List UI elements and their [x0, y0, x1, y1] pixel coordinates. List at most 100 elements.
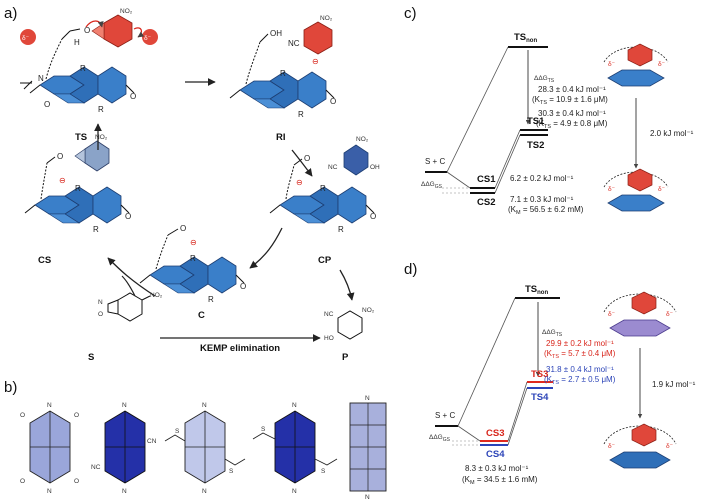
panel-d: TSnon S + C ΔΔGGS ΔΔGTS CS3 CS4 TS3 TS4 … — [429, 284, 696, 486]
c-o-right: O — [240, 282, 246, 291]
benzisoxazole-cs — [74, 140, 110, 172]
core3-n-bottom: N — [202, 488, 207, 495]
core1-o-4: O — [74, 478, 79, 485]
c-cs-energy2: 7.1 ± 0.3 kJ mol⁻¹ — [510, 195, 574, 204]
core1-o-3: O — [20, 478, 25, 485]
ri-no2: NO₂ — [320, 15, 333, 22]
d-cs-km: (KM = 34.5 ± 1.6 mM) — [462, 475, 538, 486]
core5-n-top: N — [365, 395, 370, 402]
s-structure: N O NO₂ — [98, 292, 163, 322]
c-ts2-delta-r: δ⁻ — [658, 186, 666, 193]
d-ts3-complex: δ⁻ δ⁻ — [603, 291, 677, 337]
ts-delta-right-badge — [142, 29, 158, 45]
ts-structure: R R N O O O NO₂ H δ⁻ δ⁻ — [20, 8, 158, 114]
panel-b: N N O O O O CN NC N N S S N N — [20, 395, 387, 501]
core4-n-bottom: N — [292, 488, 297, 495]
arrow-s-join — [121, 275, 136, 297]
core5-n-bottom: N — [365, 494, 370, 501]
core1-o-2: O — [74, 412, 79, 419]
d-sc: S + C — [435, 411, 455, 420]
p-no2: NO₂ — [362, 307, 375, 314]
c-cs1: CS1 — [477, 174, 496, 185]
p-nc: NC — [324, 311, 334, 318]
core-2: CN NC N N — [91, 402, 157, 495]
c-cs-km: (KM = 56.5 ± 6.2 mM) — [508, 205, 584, 216]
c-ts2-delta-l: δ⁻ — [608, 186, 616, 193]
label-cp: CP — [318, 255, 332, 266]
d-cs-energy: 8.3 ± 0.3 kJ mol⁻¹ — [465, 464, 529, 473]
cp-structure: R R O O ⊖ NO₂ NC OH — [269, 136, 380, 234]
c-ts1-kts: (KTS = 10.9 ± 1.6 μM) — [532, 95, 608, 106]
d-ts4-kts: (KTS = 2.7 ± 0.5 μM) — [544, 375, 616, 386]
core-1: N N O O O O — [20, 402, 79, 495]
core-4: S S N N — [252, 402, 338, 495]
core2-cn: CN — [147, 438, 157, 445]
c-ts1-complex: δ⁻ δ⁻ — [603, 43, 669, 87]
c-cs2: CS2 — [477, 197, 495, 208]
ts-o-carbox: O — [84, 26, 90, 35]
core4-n-top: N — [292, 402, 297, 409]
core4-s-right: S — [321, 468, 326, 475]
label-p: P — [342, 352, 349, 363]
cs-ominus: ⊖ — [59, 176, 66, 185]
d-ts4-delta-l: δ⁻ — [608, 443, 616, 450]
c-tsnon: TSnon — [514, 32, 537, 44]
core3-s-left: S — [175, 428, 180, 435]
label-ts: TS — [75, 132, 87, 143]
p-ho: HO — [324, 335, 334, 342]
connector-c-1 — [446, 46, 509, 173]
c-gap: 2.0 kJ mol⁻¹ — [650, 129, 694, 138]
connector-d-gs — [452, 440, 480, 446]
d-ts3: TS3 — [531, 369, 548, 380]
c-cs-energy1: 6.2 ± 0.2 kJ mol⁻¹ — [510, 174, 574, 183]
d-ddggs: ΔΔGGS — [429, 434, 451, 443]
ri-structure: R R O OH NO₂ NC ⊖ — [229, 15, 336, 119]
d-cs4: CS4 — [486, 449, 505, 460]
connector-d-1 — [457, 297, 516, 427]
c-ts1: TS1 — [527, 116, 545, 127]
d-ts3-kts: (KTS = 5.7 ± 0.4 μM) — [544, 349, 616, 360]
core4-s-left: S — [261, 426, 266, 433]
label-c: C — [198, 310, 205, 321]
panel-a: R R N O O O NO₂ H δ⁻ δ⁻ TS — [20, 8, 380, 363]
cs-o-right: O — [125, 212, 131, 221]
c-ts2-kts: (KTS = 4.9 ± 0.8 μM) — [536, 119, 608, 130]
core2-nc: NC — [91, 464, 101, 471]
c-ts2-energy: 30.3 ± 0.4 kJ mol⁻¹ — [538, 109, 606, 118]
ts-o-right: O — [130, 92, 136, 101]
cp-oh: OH — [370, 164, 380, 171]
d-ts3-delta-l: δ⁻ — [608, 311, 616, 318]
core-5: N N — [349, 395, 387, 501]
cp-r-bottom: R — [338, 225, 344, 234]
d-ts4-energy: 31.8 ± 0.4 kJ mol⁻¹ — [546, 365, 614, 374]
cp-o-carbox: O — [304, 154, 310, 163]
core2-n-bottom: N — [122, 488, 127, 495]
cs-r-bottom: R — [93, 225, 99, 234]
d-ts4: TS4 — [531, 392, 549, 403]
ri-oh: OH — [270, 29, 282, 38]
benzisoxazole-ts — [91, 14, 133, 48]
cp-ominus: ⊖ — [296, 178, 303, 187]
arrow-cp-to-p — [339, 269, 355, 301]
d-tsnon: TSnon — [525, 284, 548, 296]
label-cs: CS — [38, 255, 51, 266]
connector-c-2 — [446, 129, 521, 194]
s-o: O — [98, 311, 103, 318]
core1-n-top: N — [47, 402, 52, 409]
d-ts4-delta-r: δ⁻ — [666, 443, 674, 450]
product-cp — [343, 144, 369, 176]
cp-r-top: R — [320, 184, 326, 193]
cp-o-right: O — [370, 212, 376, 221]
core2-n-top: N — [122, 402, 127, 409]
cs-structure: R R O O ⊖ NO₂ — [24, 134, 131, 234]
kemp-label: KEMP elimination — [200, 343, 280, 354]
panel-b-label: b) — [4, 379, 17, 396]
d-ddgts: ΔΔGTS — [542, 329, 563, 338]
panel-d-label: d) — [404, 261, 417, 278]
phenolate-ri — [303, 21, 333, 55]
arrow-c-to-cs — [107, 257, 156, 297]
panel-c: TSnon S + C ΔΔGGS ΔΔGTS CS1 CS2 TS1 TS2 … — [421, 32, 694, 216]
ri-r-top: R — [280, 69, 286, 78]
c-sc: S + C — [425, 157, 445, 166]
